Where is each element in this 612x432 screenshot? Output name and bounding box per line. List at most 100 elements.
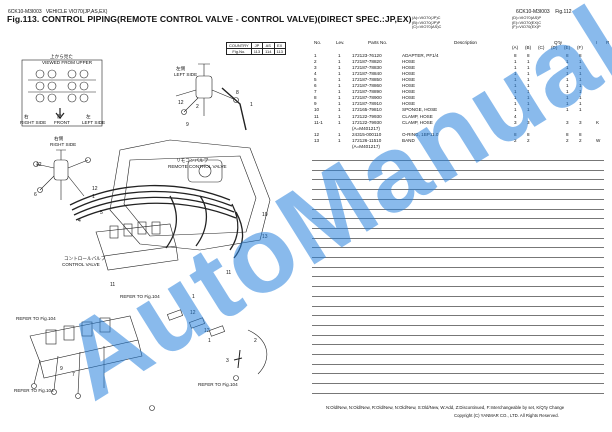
cell-partno: 172122-79930	[352, 119, 382, 125]
header-right-code: 6CK10-M3I003 Fig.112	[516, 9, 572, 15]
cell-no: 5	[314, 77, 317, 83]
cell-e: 8	[566, 131, 569, 137]
cell-f: 1	[579, 71, 582, 77]
svg-text:1: 1	[250, 102, 253, 108]
cell-partno: 172123-76120	[352, 53, 382, 58]
cell-desc: HOSE	[402, 65, 416, 71]
ruled-line	[312, 179, 604, 181]
fig-ref: Fig.112	[555, 9, 572, 15]
front-label: FRONT	[54, 120, 70, 125]
refer-fig-1: REFER TO Fig.104	[120, 294, 160, 299]
cell-i: K	[596, 119, 600, 125]
cell-f: 1	[579, 83, 582, 89]
qty-col-c: (C)	[538, 45, 545, 50]
right-side-label-b: RIGHT SIDE	[20, 120, 46, 125]
machine-frame	[109, 139, 271, 251]
fittings	[149, 309, 268, 411]
cell-no: 9	[314, 101, 317, 107]
cell-partno: 172187-78830	[352, 65, 382, 71]
cell-f: 1	[579, 89, 582, 95]
svg-text:12: 12	[92, 186, 98, 192]
left-side-valve	[175, 63, 247, 131]
cell-b: 3	[527, 119, 530, 125]
cell-f: 8	[579, 53, 582, 58]
cell-partno: 172122-79930	[352, 113, 382, 119]
cell-lev: 1	[338, 53, 341, 58]
svg-text:10: 10	[262, 212, 268, 218]
cell-lev: 1	[338, 89, 341, 95]
cell-desc: HOSE	[402, 101, 416, 107]
cell-desc: CLAMP, HOSE	[402, 119, 433, 125]
ruled-line	[312, 373, 604, 375]
cell-e: 1	[566, 95, 569, 101]
cell-e: 1	[566, 101, 569, 107]
hose-bundle	[69, 184, 244, 259]
ruled-line	[312, 363, 604, 365]
qty-subheader-row: (A) (B) (C) (D) (E) (F)	[310, 45, 612, 51]
vehicle-label: VEHICLE VIO70(JP,AS,EX)	[45, 9, 108, 15]
cell-i: W	[596, 137, 601, 143]
qty-col-b: (B)	[525, 45, 532, 50]
refer-fig-2: REFER TO Fig.104	[16, 316, 56, 321]
legend-item: (C)=VIO70(AS)C	[412, 24, 442, 30]
ruled-line	[312, 383, 604, 385]
svg-text:12: 12	[204, 328, 210, 334]
ruled-line	[312, 247, 604, 249]
figure-title: Fig.113. CONTROL PIPING(REMOTE CONTROL V…	[7, 14, 412, 24]
front-jp: 前	[57, 113, 62, 120]
cell-lev: 1	[338, 71, 341, 77]
cell-no: 1	[314, 53, 317, 58]
cell-e: 1	[566, 77, 569, 83]
cell-no: 13	[314, 137, 320, 143]
cell-desc: HOSE	[402, 59, 416, 65]
upper-view-ports	[28, 69, 96, 103]
cell-no: 8	[314, 95, 317, 101]
refer-fig-3: REFER TO Fig.104	[14, 388, 54, 393]
cell-b: 1	[527, 59, 530, 65]
left-side-jp: 左側	[176, 65, 186, 71]
ruled-line	[312, 237, 604, 239]
svg-text:9: 9	[186, 122, 189, 128]
cell-lev: 1	[338, 65, 341, 71]
cell-f: 3	[579, 119, 582, 125]
ruled-line	[312, 198, 604, 200]
cell-a: 1	[514, 71, 517, 77]
cell-f: 1	[579, 95, 582, 101]
svg-text:12: 12	[190, 310, 196, 316]
cell-e: 1	[566, 59, 569, 65]
cell-lev: 1	[338, 137, 341, 143]
cell-lev: 1	[338, 77, 341, 83]
cell-e: 1	[566, 83, 569, 89]
cell-partno: 172187-78850	[352, 77, 382, 83]
ruled-line	[312, 315, 604, 317]
ruled-line	[312, 227, 604, 229]
legend-item: (D)=VIO70(AS)P	[512, 15, 542, 20]
cell-f: 1	[579, 107, 582, 113]
cell-e: 8	[566, 53, 569, 58]
svg-text:1: 1	[192, 294, 195, 300]
cell-e: 2	[566, 137, 569, 143]
cell-lev: 1	[338, 107, 341, 113]
cell-no: 7	[314, 89, 317, 95]
ruled-line	[312, 286, 604, 288]
cell-no: 10	[314, 107, 320, 113]
footer-copyright: Copyright (C) YANMAR CO., LTD. All Right…	[454, 413, 559, 418]
cell-b: 1	[527, 89, 530, 95]
svg-text:12: 12	[36, 162, 42, 168]
col-r: R	[606, 40, 610, 45]
svg-text:4: 4	[78, 218, 81, 224]
cell-partno: 172187-78820	[352, 59, 382, 65]
front-arrow	[55, 108, 65, 119]
cell-partno: (A=M401217)	[352, 125, 380, 131]
svg-text:11: 11	[110, 282, 115, 288]
cell-a: 1	[514, 59, 517, 65]
cell-a: 1	[514, 107, 517, 113]
ruled-line	[312, 324, 604, 326]
col-i: I	[596, 40, 598, 45]
col-lev: Lev.	[336, 40, 345, 45]
svg-text:7: 7	[72, 372, 75, 378]
cell-f: 1	[579, 65, 582, 71]
